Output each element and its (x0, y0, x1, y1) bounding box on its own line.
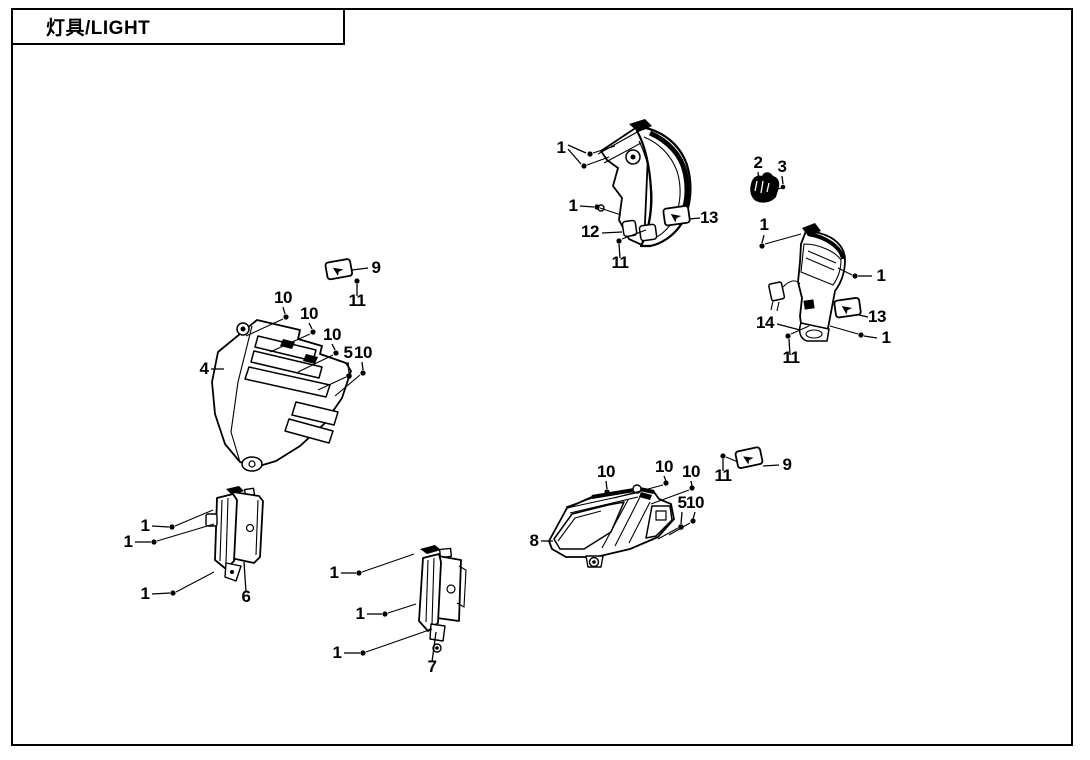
callout-label: 10 (682, 462, 700, 481)
callout-label: 7 (428, 657, 437, 676)
callout-screw-1: 1 (759, 215, 802, 249)
assembly-turn-signal-7: 1 1 1 7 (330, 545, 467, 676)
callout-label: 9 (783, 455, 792, 474)
page-border (11, 8, 1073, 746)
callout-screw-1: 1 (141, 571, 215, 603)
callout-label: 11 (715, 466, 732, 485)
callout-screw-1: 1 (124, 523, 215, 551)
callout-screw-10: 10 (613, 457, 673, 499)
callout-label: 1 (124, 532, 133, 551)
callout-part-12: 12 (581, 222, 623, 241)
callout-screw-10: 10 (565, 462, 615, 508)
callout-label: 1 (141, 584, 150, 603)
callout-label: 1 (333, 643, 342, 662)
callout-label: 1 (877, 266, 886, 285)
front-lamp-drawing (211, 319, 352, 472)
bulb-socket-drawing (750, 172, 786, 203)
callout-label: 10 (597, 462, 615, 481)
callout-label: 8 (530, 531, 539, 550)
callout-screw-1: 1 (569, 196, 622, 216)
headlight-drawing (548, 484, 675, 568)
callout-screw-1: 1 (557, 138, 616, 169)
callout-part-8: 8 (530, 531, 553, 550)
callout-screw-1: 1 (141, 509, 214, 535)
assembly-tail-lamp: 1 1 12 11 13 (557, 119, 718, 272)
callout-label: 10 (323, 325, 341, 344)
callout-part-7: 7 (428, 631, 437, 676)
callout-part-9: 9 (351, 258, 381, 277)
callout-label: 12 (581, 222, 599, 241)
callout-part-13: 13 (858, 307, 886, 326)
callout-label: 14 (756, 313, 775, 332)
callout-part-11: 11 (612, 229, 647, 272)
reflector-plate-icon (324, 257, 354, 281)
assembly-turn-signal-6: 1 1 1 6 (124, 486, 264, 606)
callout-label: 3 (778, 157, 787, 176)
title-box: 灯具/LIGHT (11, 8, 345, 45)
callout-screw-1: 1 (829, 325, 891, 347)
callout-part-2: 2 (754, 153, 763, 181)
callout-part-14: 14 (756, 313, 801, 332)
callout-screw-10: 10 (334, 343, 372, 397)
turn-signal-6-drawing (205, 486, 264, 582)
callout-label: 11 (612, 253, 629, 272)
callout-label: 10 (274, 288, 292, 307)
callout-part-4: 4 (200, 359, 224, 378)
callout-part-13: 13 (688, 208, 718, 227)
callout-part-6: 6 (242, 561, 251, 606)
callout-label: 5 (678, 493, 687, 512)
callout-screw-10: 10 (650, 462, 700, 505)
callout-label: 4 (200, 359, 210, 378)
callout-part-11: 11 (715, 453, 739, 485)
assembly-front-lamp-module: 9 11 10 10 10 5 (200, 257, 381, 472)
callout-part-5: 5 (317, 343, 353, 391)
callout-label: 10 (686, 493, 704, 512)
callout-label: 1 (141, 516, 150, 535)
callout-label: 10 (354, 343, 372, 362)
callout-label: 5 (344, 343, 353, 362)
page-title: 灯具/LIGHT (46, 18, 151, 39)
tail-lamp-drawing (597, 119, 692, 248)
callout-label: 1 (882, 328, 891, 347)
callout-label: 6 (242, 587, 251, 606)
callout-label: 2 (754, 153, 763, 172)
callout-part-11: 11 (783, 325, 810, 367)
callout-label: 1 (760, 215, 769, 234)
assembly-rear-fender-lamp: 2 3 1 1 14 11 13 (750, 153, 891, 367)
reflector-plate-icon (833, 296, 863, 319)
reflector-plate-icon (662, 204, 692, 227)
callout-screw-1: 1 (837, 266, 886, 285)
callout-screw-10: 10 (668, 493, 704, 536)
callout-label: 1 (356, 604, 365, 623)
assembly-headlight: 10 10 10 5 10 1 (530, 445, 792, 568)
callout-label: 1 (569, 196, 578, 215)
callout-label: 13 (868, 307, 886, 326)
callout-part-3: 3 (778, 157, 787, 185)
callout-part-11: 11 (349, 278, 366, 310)
callout-label: 9 (372, 258, 381, 277)
callout-label: 11 (783, 348, 800, 367)
callout-label: 13 (700, 208, 718, 227)
callout-label: 10 (300, 304, 318, 323)
callout-screw-1: 1 (333, 628, 433, 662)
callout-label: 11 (349, 291, 366, 310)
turn-signal-7-drawing (418, 545, 467, 653)
reflector-plate-icon (734, 445, 764, 470)
callout-screw-1: 1 (356, 603, 417, 623)
fender-lamp-drawing (768, 223, 846, 342)
callout-screw-10: 10 (245, 288, 292, 337)
callout-label: 1 (330, 563, 339, 582)
callout-label: 1 (557, 138, 566, 157)
callout-screw-1: 1 (330, 553, 415, 582)
callout-label: 10 (655, 457, 673, 476)
callout-screw-10: 10 (269, 304, 318, 353)
callout-part-9: 9 (762, 455, 792, 474)
callout-screw-10: 10 (297, 325, 341, 373)
